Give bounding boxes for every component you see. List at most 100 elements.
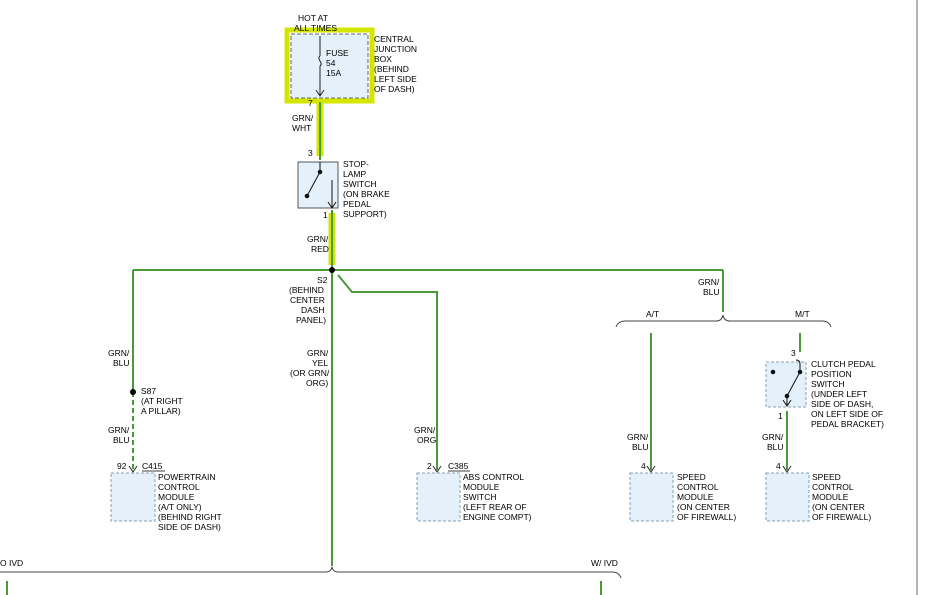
svg-text:OF DASH): OF DASH) xyxy=(374,84,415,94)
fuse-label-line2: 54 xyxy=(326,58,336,68)
wire-label-right-grn-blu-1: GRN/ xyxy=(698,277,720,287)
svg-text:MODULE: MODULE xyxy=(677,492,714,502)
svg-text:SUPPORT): SUPPORT) xyxy=(343,209,387,219)
svg-text:SIDE OF DASH): SIDE OF DASH) xyxy=(158,522,221,532)
mt-speed-control-module-label: SPEED CONTROL MODULE (ON CENTER OF FIREW… xyxy=(812,472,871,522)
left-wire-upper-label-2: BLU xyxy=(113,358,130,368)
at-pin-arrow xyxy=(646,465,656,473)
ivd-right-label: W/ IVD xyxy=(591,558,618,568)
svg-text:CONTROL: CONTROL xyxy=(677,482,719,492)
svg-text:SWITCH: SWITCH xyxy=(811,379,845,389)
left-wire-lower-label-2: BLU xyxy=(113,435,130,445)
splice-s87-location-2: A PILLAR) xyxy=(141,406,181,416)
fuse-location-label: CENTRAL JUNCTION BOX (BEHIND LEFT SIDE O… xyxy=(374,34,417,94)
pcm-pin-arrow xyxy=(128,465,138,473)
svg-text:PEDAL: PEDAL xyxy=(343,199,371,209)
svg-text:SIDE OF DASH,: SIDE OF DASH, xyxy=(811,399,873,409)
stop-lamp-switch-pin-in: 3 xyxy=(308,148,313,158)
fuse-label-line1: FUSE xyxy=(326,48,349,58)
svg-text:CLUTCH PEDAL: CLUTCH PEDAL xyxy=(811,359,876,369)
svg-text:(BEHIND RIGHT: (BEHIND RIGHT xyxy=(158,512,222,522)
stop-lamp-switch-symbol xyxy=(304,162,337,209)
svg-text:(A/T ONLY): (A/T ONLY) xyxy=(158,502,202,512)
svg-text:MODULE: MODULE xyxy=(158,492,195,502)
at-speed-control-module-label: SPEED CONTROL MODULE (ON CENTER OF FIREW… xyxy=(677,472,736,522)
fuse-box-highlight xyxy=(284,27,375,104)
splice-s87-dot xyxy=(130,389,136,395)
svg-text:YEL: YEL xyxy=(312,358,328,368)
svg-text:LAMP: LAMP xyxy=(343,169,366,179)
svg-text:ORG): ORG) xyxy=(306,378,328,388)
svg-text:SPEED: SPEED xyxy=(812,472,841,482)
variant-bracket xyxy=(615,314,832,328)
clutch-switch-pin-in: 3 xyxy=(791,348,796,358)
abs-wire-label-1: GRN/ xyxy=(414,425,436,435)
svg-text:PANEL): PANEL) xyxy=(296,315,326,325)
svg-text:CENTRAL: CENTRAL xyxy=(374,34,414,44)
pcm-module-box xyxy=(110,472,156,522)
svg-text:CENTER: CENTER xyxy=(290,295,325,305)
at-wire-label-1: GRN/ xyxy=(627,432,649,442)
left-wire-upper-label-1: GRN/ xyxy=(108,348,130,358)
splice-s2-id: S2 xyxy=(317,275,328,285)
abs-pin: 2 xyxy=(427,461,432,471)
stop-lamp-switch-pin-out: 1 xyxy=(323,210,328,220)
at-speed-control-module-box xyxy=(629,472,674,522)
variant-mt-label: M/T xyxy=(795,309,810,319)
svg-text:(ON BRAKE: (ON BRAKE xyxy=(343,189,390,199)
mt-pin-arrow xyxy=(782,465,792,473)
clutch-switch-pin-out: 1 xyxy=(778,411,783,421)
wire-label-grn-wht-1: GRN/ xyxy=(292,113,314,123)
svg-text:OF FIREWALL): OF FIREWALL) xyxy=(812,512,871,522)
splice-s2-dot xyxy=(329,267,335,273)
svg-text:(BEHIND: (BEHIND xyxy=(374,64,409,74)
variant-at-label: A/T xyxy=(646,309,659,319)
hot-at-all-times-line2: ALL TIMES xyxy=(294,23,337,33)
center-wire-label: GRN/ YEL (OR GRN/ ORG) xyxy=(290,348,330,388)
svg-text:(BEHIND: (BEHIND xyxy=(289,285,324,295)
wire-label-right-grn-blu-2: BLU xyxy=(703,287,720,297)
svg-text:DASH: DASH xyxy=(301,305,325,315)
svg-text:(ON CENTER: (ON CENTER xyxy=(812,502,865,512)
fuse-box xyxy=(290,33,369,99)
clutch-switch-symbol xyxy=(770,359,803,407)
splice-s2-location: (BEHIND CENTER DASH PANEL) xyxy=(289,285,326,325)
svg-text:CONTROL: CONTROL xyxy=(812,482,854,492)
hot-at-all-times-line1: HOT AT xyxy=(298,13,328,23)
svg-text:(ON CENTER: (ON CENTER xyxy=(677,502,730,512)
svg-text:MODULE: MODULE xyxy=(812,492,849,502)
svg-text:CONTROL: CONTROL xyxy=(158,482,200,492)
at-pin: 4 xyxy=(641,461,646,471)
svg-text:ON LEFT SIDE OF: ON LEFT SIDE OF xyxy=(811,409,883,419)
svg-text:GRN/: GRN/ xyxy=(307,348,329,358)
clutch-switch-box xyxy=(765,361,807,408)
stop-lamp-switch-label: STOP- LAMP SWITCH (ON BRAKE PEDAL SUPPOR… xyxy=(343,159,390,219)
svg-text:SWITCH: SWITCH xyxy=(343,179,377,189)
svg-text:(OR GRN/: (OR GRN/ xyxy=(290,368,330,378)
svg-text:(LEFT REAR OF: (LEFT REAR OF xyxy=(463,502,527,512)
abs-module-box xyxy=(416,472,461,522)
wires xyxy=(6,102,801,595)
svg-text:SPEED: SPEED xyxy=(677,472,706,482)
svg-text:MODULE: MODULE xyxy=(463,482,500,492)
pcm-label: POWERTRAIN CONTROL MODULE (A/T ONLY) (BE… xyxy=(158,472,222,532)
svg-text:ENGINE COMPT): ENGINE COMPT) xyxy=(463,512,532,522)
fuse-symbol xyxy=(315,36,325,97)
left-wire-lower-label-1: GRN/ xyxy=(108,425,130,435)
fuse-label-line3: 15A xyxy=(326,68,341,78)
splice-s87-location-1: (AT RIGHT xyxy=(141,396,183,406)
pcm-connector: C415 xyxy=(142,461,163,471)
mt-wire-label-2: BLU xyxy=(767,442,784,452)
abs-connector: C385 xyxy=(448,461,469,471)
svg-text:BOX: BOX xyxy=(374,54,392,64)
clutch-switch-label: CLUTCH PEDAL POSITION SWITCH (UNDER LEFT… xyxy=(811,359,884,429)
svg-text:LEFT SIDE: LEFT SIDE xyxy=(374,74,417,84)
mt-wire-label-1: GRN/ xyxy=(762,432,784,442)
stop-lamp-switch-box xyxy=(297,161,339,209)
abs-pin-arrow xyxy=(432,465,442,473)
mt-speed-control-module-box xyxy=(765,472,810,522)
abs-wire-label-2: ORG xyxy=(417,435,436,445)
splice-s87-id: S87 xyxy=(141,386,156,396)
svg-text:STOP-: STOP- xyxy=(343,159,369,169)
